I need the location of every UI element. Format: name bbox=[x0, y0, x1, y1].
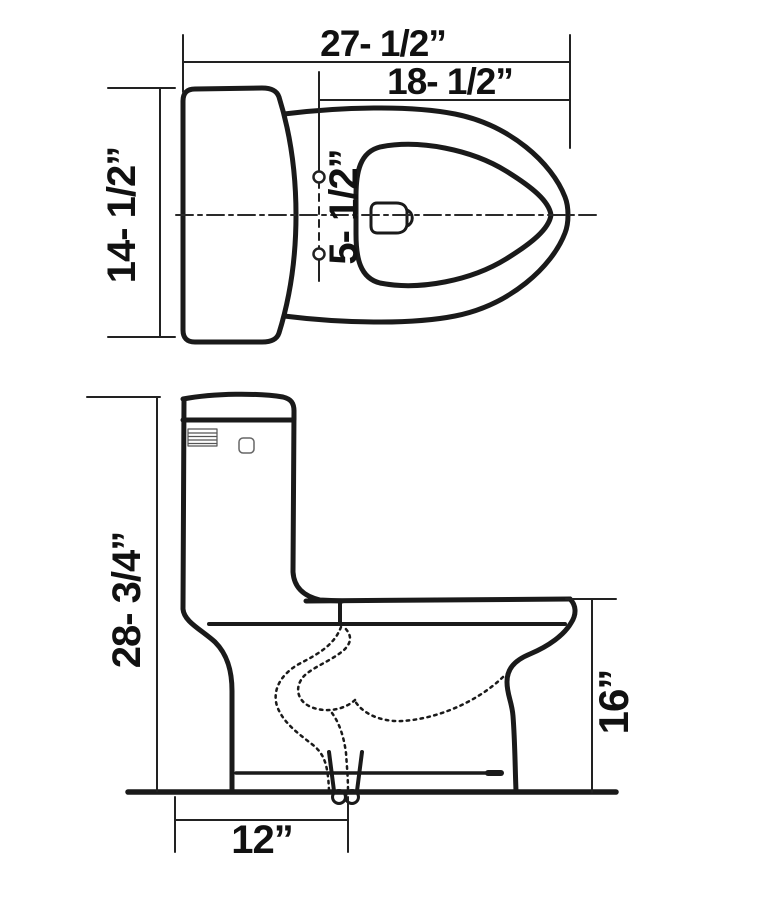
tank-back-and-base-edge bbox=[180, 396, 235, 794]
label-bolt-spacing: 5- 1/2” bbox=[322, 149, 366, 264]
flush-valve-arc bbox=[405, 208, 414, 228]
tank-lid-top bbox=[180, 391, 297, 422]
side-view bbox=[125, 391, 619, 805]
flush-button-icon bbox=[238, 437, 255, 454]
trapway-inner-dotted bbox=[296, 625, 357, 712]
bowl-front-edge bbox=[504, 596, 578, 794]
trapway-outer-dotted bbox=[274, 625, 343, 793]
label-rough-in: 12” bbox=[231, 818, 293, 862]
label-overall-length: 27- 1/2” bbox=[320, 23, 446, 64]
flush-valve-outline bbox=[369, 201, 409, 235]
bolt-hole-bottom-icon bbox=[312, 247, 326, 261]
vent-grille-icon bbox=[187, 428, 218, 447]
dimension-labels: 27- 1/2” 18- 1/2” 14- 1/2” 5- 1/2” 28- 3… bbox=[100, 23, 637, 862]
bolt-hole-top-icon bbox=[312, 170, 326, 184]
label-tank-width: 14- 1/2” bbox=[100, 147, 144, 284]
bowl-interior-dotted bbox=[353, 675, 505, 723]
label-overall-height: 28- 3/4” bbox=[105, 532, 149, 669]
dimensions bbox=[86, 34, 617, 853]
tank-front-edge bbox=[290, 408, 345, 604]
trapway-outlet-right-dotted bbox=[330, 711, 350, 793]
seat-top-line bbox=[303, 596, 573, 604]
label-rim-length: 18- 1/2” bbox=[387, 61, 513, 102]
label-seat-height: 16” bbox=[590, 670, 637, 735]
top-view bbox=[175, 71, 599, 345]
